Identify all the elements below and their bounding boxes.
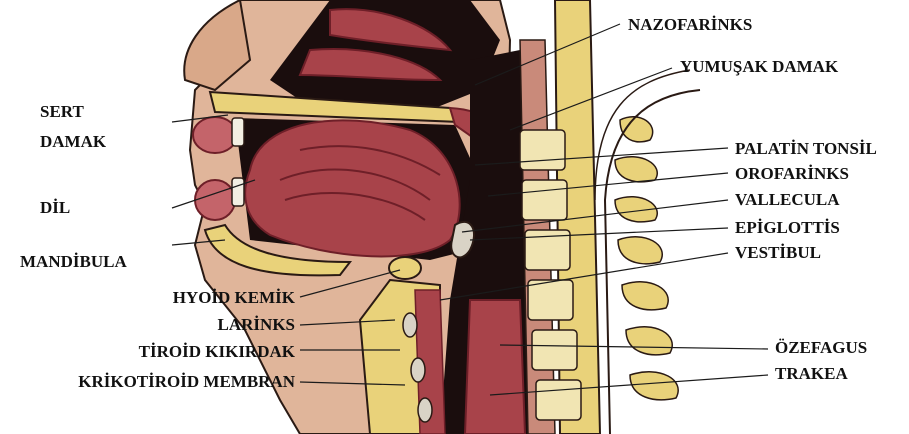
label-vallecula: VALLECULA bbox=[735, 190, 840, 210]
label-larinks: LARİNKS bbox=[40, 315, 295, 335]
label-orofarinks: OROFARİNKS bbox=[735, 164, 849, 184]
label-yumusak-damak: YUMUŞAK DAMAK bbox=[680, 57, 838, 77]
label-hyoid-kemik: HYOİD KEMİK bbox=[40, 288, 295, 308]
spinous-process bbox=[630, 372, 678, 400]
spinous-process bbox=[622, 282, 668, 310]
label-damak: DAMAK bbox=[40, 132, 106, 152]
hyoid bbox=[389, 257, 421, 279]
spinous-process bbox=[626, 327, 672, 355]
vertebra bbox=[520, 130, 565, 170]
spinous-process bbox=[618, 237, 662, 264]
tracheal-ring bbox=[418, 398, 432, 422]
upper-tooth bbox=[232, 118, 244, 146]
tracheal-ring bbox=[411, 358, 425, 382]
vertebra bbox=[536, 380, 581, 420]
label-epiglottis: EPİGLOTTİS bbox=[735, 218, 840, 238]
lower-tooth bbox=[232, 178, 244, 206]
vertebra bbox=[532, 330, 577, 370]
vertebra bbox=[522, 180, 567, 220]
spinous-process bbox=[615, 157, 657, 182]
label-vestibul: VESTİBUL bbox=[735, 243, 821, 263]
label-dil: DİL bbox=[40, 198, 70, 218]
tracheal-ring bbox=[403, 313, 417, 337]
label-trakea: TRAKEA bbox=[775, 364, 848, 384]
label-tiroid-kikirdak: TİROİD KIKIRDAK bbox=[40, 342, 295, 362]
label-palatin-tonsil: PALATİN TONSİL bbox=[735, 139, 877, 159]
vertebra bbox=[528, 280, 573, 320]
label-krikotiroid-membran: KRİKOTİROİD MEMBRAN bbox=[0, 372, 295, 392]
label-mandibula: MANDİBULA bbox=[20, 252, 127, 272]
label-ozefagus: ÖZEFAGUS bbox=[775, 338, 867, 358]
label-sert: SERT bbox=[40, 102, 84, 122]
upper-lip bbox=[193, 117, 237, 153]
tongue bbox=[245, 120, 459, 256]
label-nazofarinks: NAZOFARİNKS bbox=[628, 15, 752, 35]
spinous-processes bbox=[615, 117, 678, 400]
lower-lip bbox=[195, 180, 235, 220]
esophagus bbox=[465, 300, 525, 434]
